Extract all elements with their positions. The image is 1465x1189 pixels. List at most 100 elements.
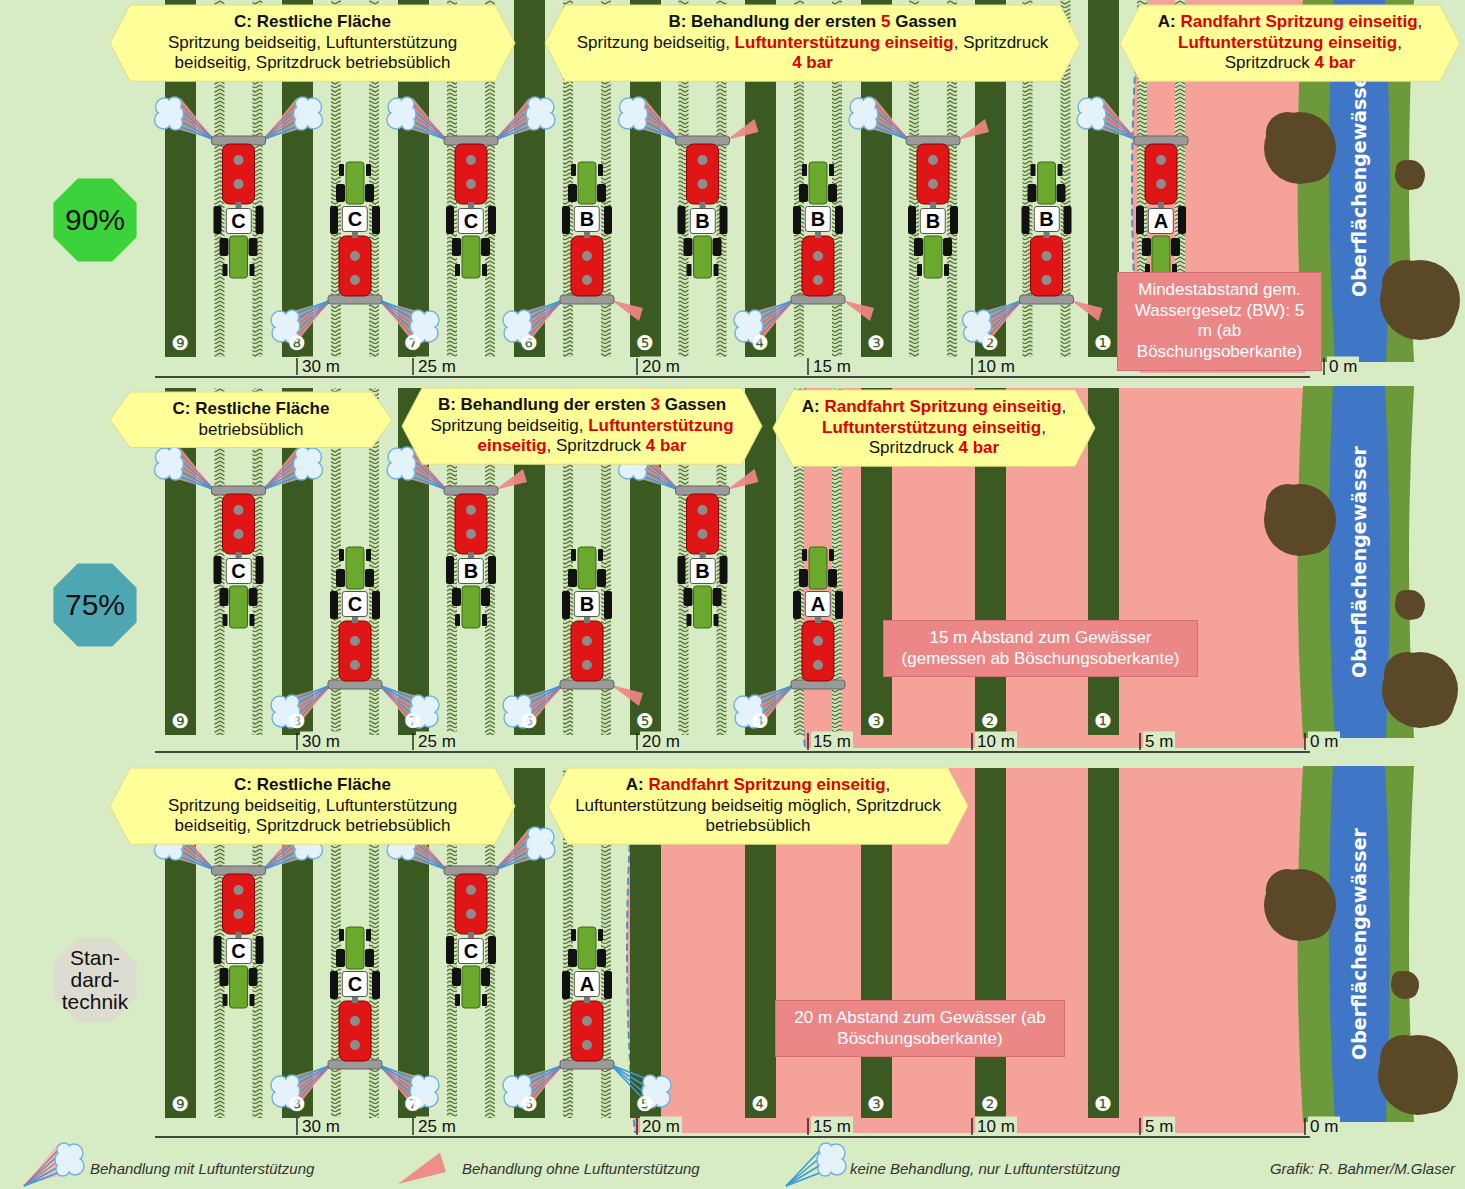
polygon-part [53, 563, 136, 646]
air-ray [295, 300, 331, 320]
scale-tick [1139, 733, 1140, 750]
spray-cone [24, 1144, 72, 1186]
node-text: B: Behandlung der ersten 3 Gassen [429, 395, 735, 416]
text-word: Fläche [276, 399, 330, 418]
span-part: , [1062, 397, 1067, 416]
span-part: bar [1329, 53, 1355, 72]
text-word: C: [173, 399, 196, 418]
scale-label: 15 m [811, 357, 853, 376]
air-ray [495, 856, 531, 870]
span-part: einseitig [1349, 12, 1418, 31]
scale-tick [971, 733, 972, 750]
percent-badge: Stan- dard- technik [50, 935, 140, 1025]
span-part: einseitig [478, 436, 547, 455]
span-part: Luftunterstützung [1178, 33, 1323, 52]
rect-part [1142, 238, 1151, 256]
air-ray [379, 300, 415, 326]
rect-part [678, 556, 686, 584]
rect-part [597, 949, 606, 967]
air-ray [495, 114, 531, 140]
air-ray [24, 1160, 60, 1186]
text-word: Restliche [195, 399, 275, 418]
span-part: , [1397, 33, 1402, 52]
text-word: (BW): [1247, 301, 1295, 320]
spray-cone [263, 98, 311, 140]
circle-part [1042, 275, 1052, 285]
rect-part [455, 994, 460, 1006]
bank-tree [1264, 484, 1336, 556]
node-text: 20 m Abstand zum Gewässer (ab Böschungso… [785, 1008, 1055, 1049]
spray-cone [631, 98, 679, 140]
rect-part [346, 547, 364, 589]
scale-label: 25 m [416, 1117, 458, 1136]
circle-part [582, 636, 592, 646]
air-cloud [644, 1076, 655, 1087]
air-cloud [286, 1076, 297, 1087]
rect-part [598, 549, 603, 561]
scale-tick [412, 1118, 413, 1135]
node-text: A: Randfahrt Spritzung einseitig, Luftun… [575, 775, 941, 837]
circle-part [1378, 1035, 1458, 1115]
rect-part [366, 549, 371, 561]
rect-part [943, 238, 952, 256]
text-word: m [1198, 321, 1217, 340]
air-ray [179, 850, 215, 870]
text-word: Restliche [257, 12, 337, 31]
rect-part [578, 162, 596, 204]
rect-part [604, 971, 612, 999]
air-ray [411, 850, 447, 870]
text-word: Gewässer [1075, 628, 1152, 647]
rect-part [223, 494, 255, 554]
scale-line [155, 376, 1310, 378]
scale-tick [412, 733, 413, 750]
circle-part [466, 909, 476, 919]
text-word: Spritzdruck [256, 53, 346, 72]
rect-part [366, 929, 371, 941]
text-word: 3 [650, 395, 664, 414]
rect-part [230, 586, 248, 628]
rect-part [455, 144, 487, 204]
text-word: Spritzdruck [856, 796, 941, 815]
scale-tick [636, 733, 637, 750]
text-word: (ab [1021, 1008, 1046, 1027]
pass-letter: B [805, 206, 831, 232]
sprayer-tractor [734, 547, 845, 728]
air-cloud [296, 467, 307, 478]
rect-part [249, 968, 258, 986]
sprayer-tractor [963, 162, 1103, 343]
circle-part [466, 885, 476, 895]
air-cloud [286, 311, 297, 322]
air-cloud [633, 98, 644, 109]
sprayer-tractor [271, 547, 439, 728]
row-number: ❻ [520, 1094, 538, 1114]
sprayer-tractor [271, 162, 439, 343]
spray-fan [727, 469, 759, 490]
air-cloud [504, 312, 519, 327]
air-ray [643, 120, 679, 140]
air-cloud [412, 696, 423, 707]
span-part [1323, 33, 1328, 52]
air-ray [1101, 114, 1137, 140]
polygon-part [402, 388, 762, 464]
rect-part [446, 556, 454, 584]
air-ray [527, 300, 563, 326]
circle-part [1409, 681, 1455, 727]
air-cloud [620, 112, 635, 127]
rect-part [372, 591, 380, 619]
rect-part [678, 206, 686, 234]
air-cloud [422, 697, 437, 712]
air-ray [527, 685, 563, 705]
node-text: C: Restliche Fläche [137, 775, 488, 796]
span-part: bar [806, 53, 832, 72]
circle-part [350, 275, 360, 285]
row-number: ❷ [981, 1094, 999, 1114]
text-word: C: [234, 12, 257, 31]
spray-fan [957, 119, 989, 140]
air-cloud [412, 311, 423, 322]
scale-label: 10 m [975, 732, 1017, 751]
text-word: Fläche [337, 775, 391, 794]
span-part: , [954, 33, 963, 52]
air-ray [179, 126, 215, 140]
text-word: A: [802, 397, 825, 416]
polygon-part [545, 5, 1080, 81]
